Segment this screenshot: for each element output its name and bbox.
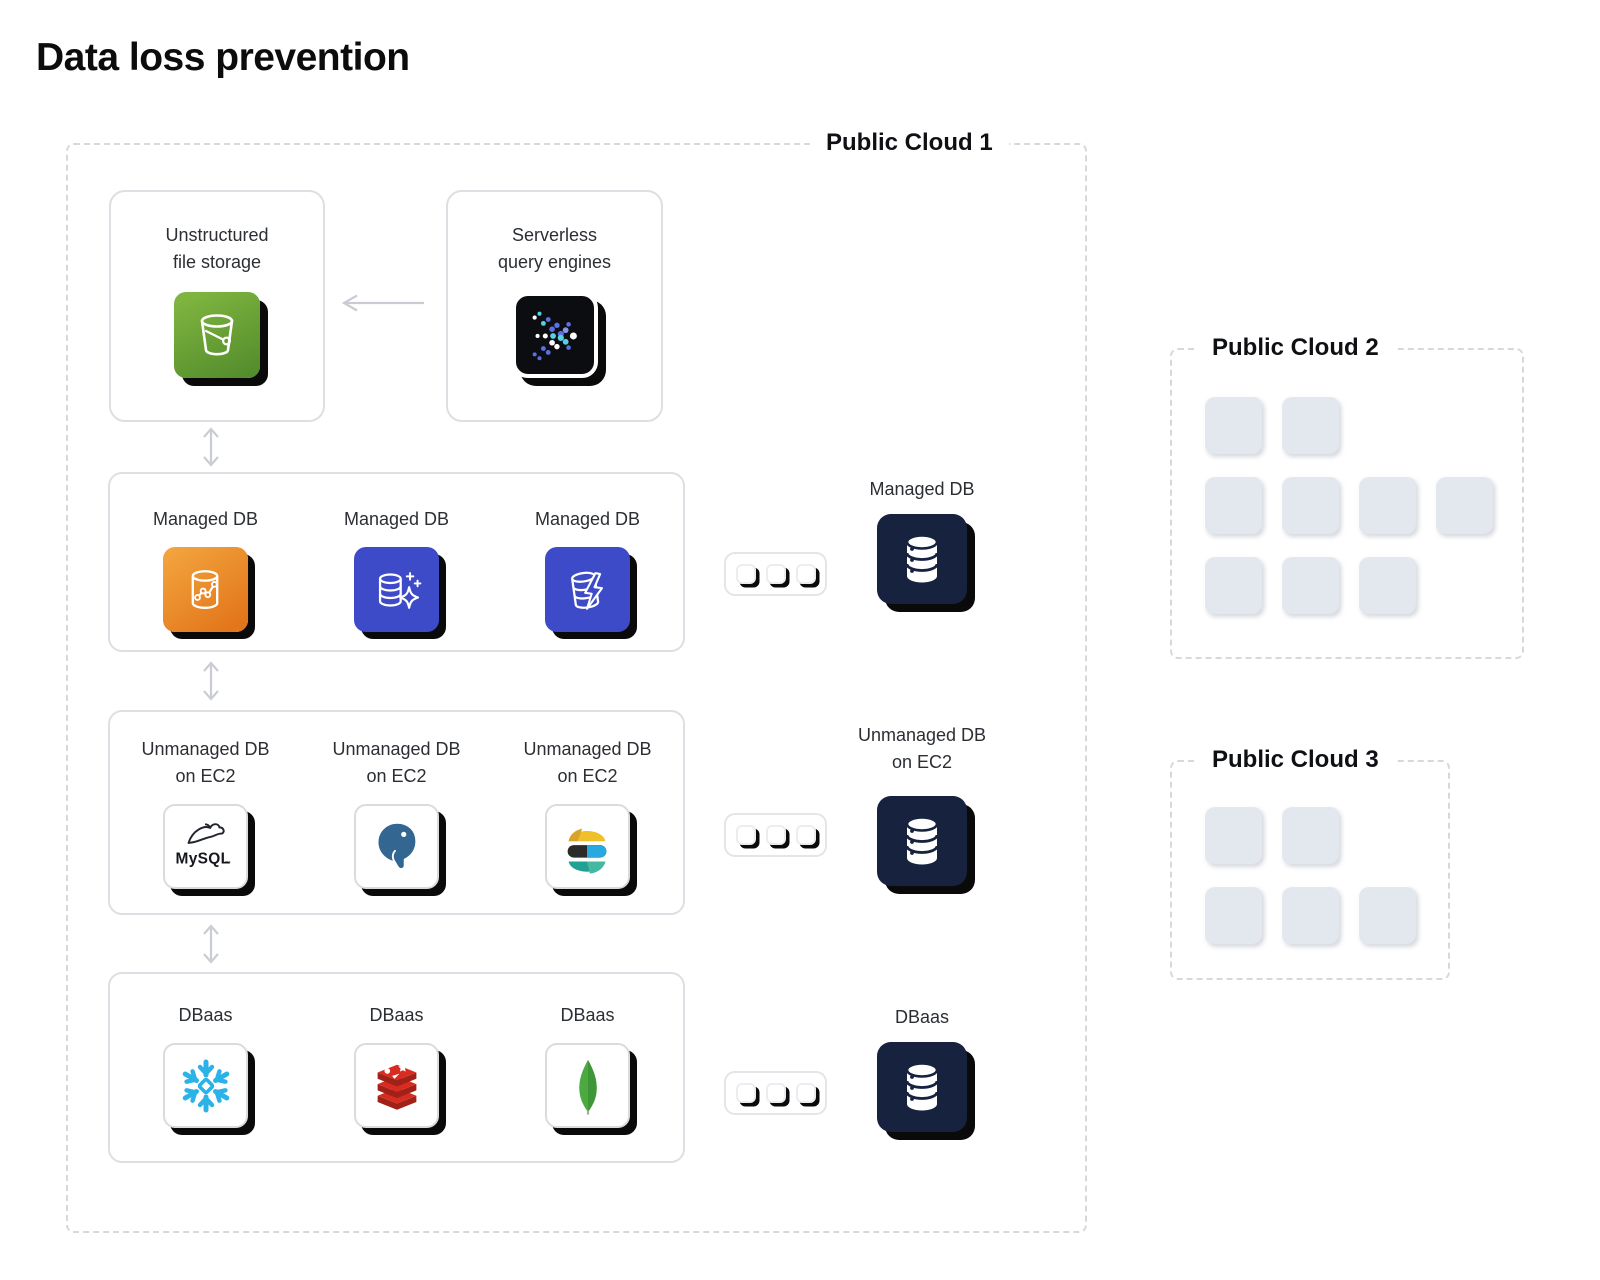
postgresql-icon <box>353 804 439 889</box>
managed-db-cell-3: Managed DB <box>535 506 640 632</box>
svg-text:MySQL: MySQL <box>176 850 231 867</box>
public-cloud-1-box: Public Cloud 1 <box>66 128 1087 1233</box>
agg-managed-db-label: Managed DB <box>869 479 975 499</box>
snowflake-icon <box>163 1043 248 1128</box>
placeholder-row <box>1204 476 1493 534</box>
placeholder-square <box>1281 396 1339 454</box>
public-cloud-1-label: Public Cloud 1 <box>810 128 1009 158</box>
ellipsis-pill-dbaas <box>724 1071 827 1115</box>
mini-square <box>765 564 786 584</box>
public-cloud-3-placeholders <box>1204 806 1416 944</box>
placeholder-row <box>1204 556 1493 614</box>
db-lightning-icon <box>544 547 630 632</box>
managed-db-label-2: Managed DB <box>343 509 450 529</box>
page-title: Data loss prevention <box>36 36 410 79</box>
managed-db-cell-2: Managed DB <box>344 506 449 632</box>
arrow-managed-unmanaged <box>196 658 226 704</box>
placeholder-square <box>1358 886 1416 944</box>
unmanaged-db-label-2b: on EC2 <box>366 766 427 786</box>
public-cloud-2-label: Public Cloud 2 <box>1196 333 1395 363</box>
mini-square <box>795 564 816 584</box>
redis-icon <box>354 1043 439 1128</box>
placeholder-square <box>1204 886 1262 944</box>
dbaas-label-3: DBaas <box>560 1005 615 1025</box>
placeholder-square <box>1358 476 1416 534</box>
dbaas-cell-1: DBaas <box>163 1002 248 1128</box>
unmanaged-db-label-2a: Unmanaged DB <box>332 739 461 759</box>
dbaas-label-1: DBaas <box>178 1005 233 1025</box>
unmanaged-db-cell-3: Unmanaged DB on EC2 <box>523 736 652 889</box>
mini-square <box>735 564 756 584</box>
placeholder-square <box>1204 396 1262 454</box>
unmanaged-db-cell-1: Unmanaged DB on EC2 MySQL ™ <box>141 736 270 889</box>
serverless-query-dots-icon <box>511 292 598 378</box>
placeholder-square <box>1204 806 1262 864</box>
managed-db-cell-1: Managed DB <box>153 506 258 632</box>
dbaas-label-2: DBaas <box>369 1005 424 1025</box>
elasticsearch-icon <box>544 804 630 889</box>
svg-text:™: ™ <box>225 860 231 867</box>
placeholder-square <box>1281 556 1339 614</box>
dbaas-row: DBaas DBaas <box>108 972 685 1163</box>
public-cloud-3-label: Public Cloud 3 <box>1196 745 1395 775</box>
agg-dbaas-label: DBaas <box>894 1007 950 1027</box>
storage-label-line2: file storage <box>172 252 262 272</box>
public-cloud-3-box: Public Cloud 3 <box>1170 745 1450 980</box>
placeholder-row <box>1204 806 1416 864</box>
serverless-query-engines-node: Serverless query engines <box>446 190 663 422</box>
placeholder-row <box>1204 396 1493 454</box>
arrow-unmanaged-dbaas <box>196 921 226 967</box>
dbaas-cell-2: DBaas <box>354 1002 439 1128</box>
unmanaged-db-label-3a: Unmanaged DB <box>523 739 652 759</box>
unmanaged-db-label-3b: on EC2 <box>557 766 618 786</box>
s3-bucket-icon <box>174 292 260 378</box>
placeholder-square <box>1204 476 1262 534</box>
placeholder-row <box>1204 886 1416 944</box>
db-sparkle-icon <box>353 547 439 632</box>
database-stack-icon <box>877 514 967 604</box>
mongodb-icon <box>545 1043 630 1128</box>
unmanaged-db-cell-2: Unmanaged DB on EC2 <box>332 736 461 889</box>
public-cloud-2-box: Public Cloud 2 <box>1170 333 1524 659</box>
managed-db-label-1: Managed DB <box>152 509 259 529</box>
unmanaged-db-row: Unmanaged DB on EC2 MySQL ™ Unmanaged DB… <box>108 710 685 915</box>
mini-square <box>765 825 786 845</box>
mini-square <box>795 825 816 845</box>
ellipsis-pill-managed <box>724 552 827 596</box>
placeholder-square <box>1435 476 1493 534</box>
arrow-serverless-to-storage <box>336 292 428 314</box>
agg-unmanaged-line2: on EC2 <box>891 752 953 772</box>
mini-square <box>735 1083 756 1103</box>
mini-square <box>795 1083 816 1103</box>
agg-unmanaged-line1: Unmanaged DB <box>857 725 987 745</box>
database-stack-icon <box>877 1042 967 1132</box>
unmanaged-db-label-1b: on EC2 <box>175 766 236 786</box>
unstructured-file-storage-node: Unstructured file storage <box>109 190 325 422</box>
ellipsis-pill-unmanaged <box>724 813 827 857</box>
arrow-storage-managed <box>196 424 226 470</box>
unmanaged-db-label-1a: Unmanaged DB <box>141 739 270 759</box>
mysql-icon: MySQL ™ <box>162 804 248 889</box>
agg-unmanaged-db-label: Unmanaged DB on EC2 <box>802 722 1042 776</box>
db-chart-icon <box>162 547 248 632</box>
storage-label-line1: Unstructured <box>165 225 269 245</box>
placeholder-square <box>1204 556 1262 614</box>
mini-square <box>765 1083 786 1103</box>
dbaas-cell-3: DBaas <box>545 1002 630 1128</box>
database-stack-icon <box>877 796 967 886</box>
managed-db-row: Managed DB Managed DB <box>108 472 685 652</box>
serverless-label-line1: Serverless <box>511 225 598 245</box>
serverless-label-line2: query engines <box>497 252 612 272</box>
placeholder-square <box>1358 556 1416 614</box>
public-cloud-2-placeholders <box>1204 396 1493 614</box>
mini-square <box>735 825 756 845</box>
managed-db-label-3: Managed DB <box>534 509 641 529</box>
placeholder-square <box>1281 476 1339 534</box>
placeholder-square <box>1281 806 1339 864</box>
placeholder-square <box>1281 886 1339 944</box>
